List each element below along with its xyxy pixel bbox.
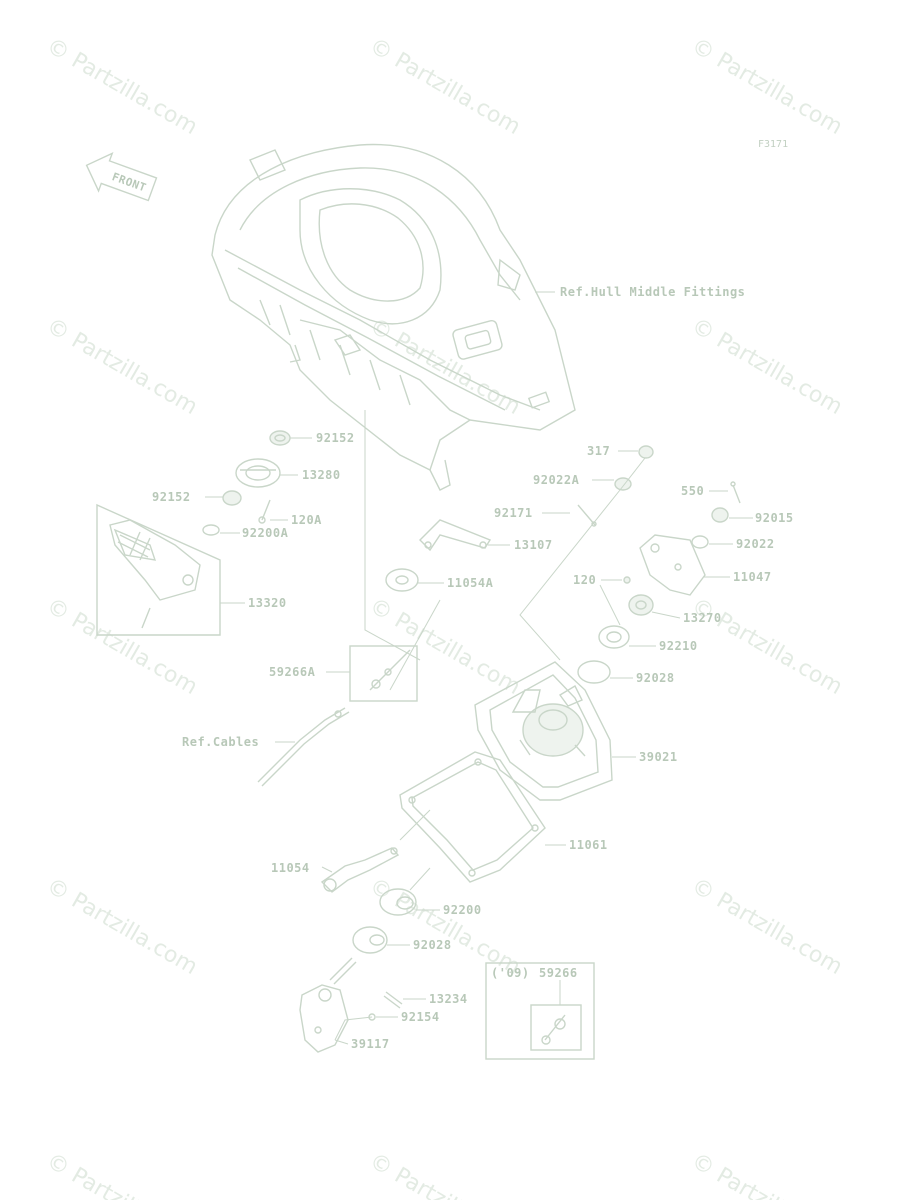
part-number-label: 92028 [413,938,452,952]
part-number-label: 92171 [494,506,533,520]
part-number-label: 92022 [736,537,775,551]
part-number-label: 59266A [269,665,316,679]
part-number-label: 550 [681,484,704,498]
watermark: © Partzilla.com [42,314,202,421]
watermark: © Partzilla.com [687,1149,847,1200]
leader-line [389,599,441,691]
watermark: © Partzilla.com [42,1149,202,1200]
part-number-label: 92200A [242,526,289,540]
watermark: © Partzilla.com [687,34,847,141]
watermark: © Partzilla.com [42,874,202,981]
leader-line [364,410,421,661]
grommet-92152 [222,490,242,506]
gear-13270 [628,594,654,616]
part-number-label: 92200 [443,903,482,917]
inset-years-label: ('09) [491,966,530,980]
part-number-label: 39117 [351,1037,390,1051]
pin-550 [730,481,741,504]
part-number-label: 92022A [533,473,580,487]
cable-box-59266a [349,645,418,702]
screw-120a [258,499,271,524]
seal-92028 [577,660,611,684]
throttle-cable [257,707,350,787]
part-number-label: 92152 [316,431,355,445]
figure-code: F3171 [758,139,788,150]
screw-120 [623,576,631,584]
washer-92022 [691,535,709,549]
leader-line [334,1016,373,1045]
grip-plate-13320 [96,503,221,636]
leader-line [599,584,621,626]
part-number-label: 11061 [569,838,608,852]
plate-11054a [385,568,419,592]
leader-line [651,611,681,619]
watermark: © Partzilla.com [42,594,202,701]
part-number-label: 120 [573,573,596,587]
part-number-label: 92154 [401,1010,440,1024]
bracket-13107 [419,519,492,552]
leader-line [519,457,646,661]
watermark: © Partzilla.com [687,594,847,701]
washer-92200 [379,888,417,916]
part-number-label: 92152 [152,490,191,504]
watermark: © Partzilla.com [687,874,847,981]
front-arrow-icon: FRONT [85,151,158,202]
watermark-layer: © Partzilla.com © Partzilla.com © Partzi… [42,34,847,1200]
part-number-label: 13280 [302,468,341,482]
part-number-label: 39021 [639,750,678,764]
seal-92028 [352,926,388,954]
part-number-label: 92210 [659,639,698,653]
watermark: © Partzilla.com [365,874,525,981]
inset-part-label: 59266 [539,966,578,980]
bracket-11047 [639,534,706,596]
part-number-label: 13107 [514,538,553,552]
front-label: FRONT [110,170,148,194]
part-number-label: 13270 [683,611,722,625]
ref-cables-label: Ref.Cables [182,735,259,749]
washer-92200a [202,524,220,536]
lever-arm-39117 [299,957,357,1053]
watermark: © Partzilla.com [365,34,525,141]
hull-middle-section [211,143,576,491]
plate-13280 [235,458,281,488]
lever-11054 [320,847,400,893]
inset-59266: ('09) 59266 [485,962,595,1060]
part-number-label: 13234 [429,992,468,1006]
gasket-11061 [399,751,546,883]
part-number-label: 92028 [636,671,675,685]
part-number-label: 11054A [447,576,494,590]
grommet-92152 [269,430,291,446]
nut-317 [638,445,654,459]
part-number-label: 13320 [248,596,287,610]
part-number-label: 120A [291,513,322,527]
watermark: © Partzilla.com [365,1149,525,1200]
part-number-label: 11054 [271,861,310,875]
watermark: © Partzilla.com [42,34,202,141]
nut-92015 [711,507,729,523]
housing-39021 [474,661,613,801]
watermark: © Partzilla.com [687,314,847,421]
part-number-label: 317 [587,444,610,458]
leader-line [399,809,431,891]
pin-13234 [383,991,403,1009]
leader-line [321,866,333,873]
ring-92210 [598,625,630,649]
watermark: © Partzilla.com [365,594,525,701]
ref-hull-label: Ref.Hull Middle Fittings [560,285,745,299]
part-number-label: 92015 [755,511,794,525]
part-number-label: 11047 [733,570,772,584]
